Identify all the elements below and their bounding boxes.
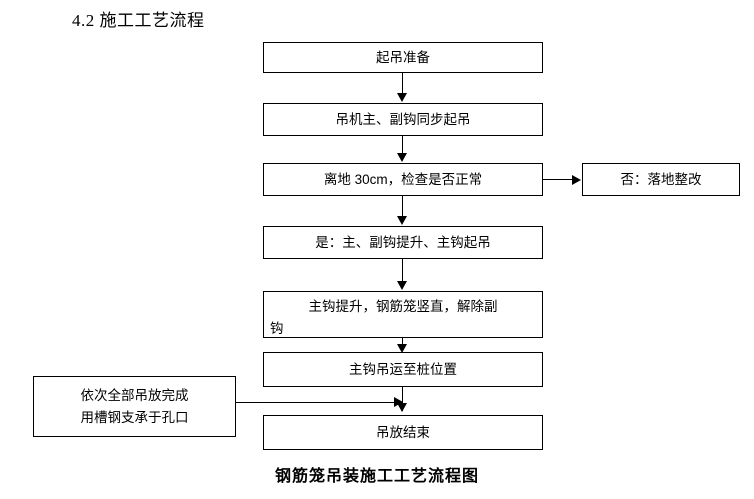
- flow-node-yes-lift[interactable]: 是：主、副钩提升、主钩起吊: [263, 226, 543, 259]
- flow-node-rectify[interactable]: 否：落地整改: [582, 163, 740, 196]
- flow-node-main-hook-up-line1: 主钩提升，钢筋笼竖直，解除副: [308, 299, 498, 314]
- section-title: 4.2 施工工艺流程: [72, 11, 205, 30]
- flow-node-check-30cm[interactable]: 离地 30cm，检查是否正常: [263, 163, 543, 196]
- figure-caption: 钢筋笼吊装施工工艺流程图: [274, 468, 479, 485]
- flow-node-finish[interactable]: 吊放结束: [263, 415, 543, 450]
- flow-node-main-hook-up-line2: 钩: [270, 321, 284, 336]
- flow-node-support-note[interactable]: 依次全部吊放完成 用槽钢支承于孔口: [33, 376, 236, 437]
- arrow-check-to-rectify: [572, 174, 581, 185]
- arrow-move-to-finish: [397, 403, 407, 412]
- connector-support-note-to-finish: [236, 401, 403, 403]
- arrow-main-hook-to-move: [397, 344, 407, 353]
- flow-node-move-to-pile[interactable]: 主钩吊运至桩位置: [263, 352, 543, 387]
- connector-sync-lift-to-check: [402, 136, 404, 155]
- arrow-check-to-yes-lift: [397, 216, 407, 225]
- connector-main-hook-to-move: [402, 338, 404, 347]
- flow-node-support-note-line1: 依次全部吊放完成: [80, 388, 189, 403]
- arrow-yes-lift-to-main-hook: [397, 281, 407, 290]
- flow-node-main-hook-up[interactable]: 主钩提升，钢筋笼竖直，解除副 钩: [263, 291, 543, 338]
- connector-yes-lift-to-main-hook: [402, 259, 404, 281]
- arrow-prepare-to-sync-lift: [397, 93, 407, 102]
- arrow-sync-lift-to-check: [397, 153, 407, 162]
- flow-node-prepare[interactable]: 起吊准备: [263, 42, 543, 73]
- flow-node-sync-lift[interactable]: 吊机主、副钩同步起吊: [263, 103, 543, 136]
- connector-prepare-to-sync-lift: [402, 73, 404, 95]
- arrow-support-note-to-finish: [394, 397, 403, 407]
- flow-node-support-note-line2: 用槽钢支承于孔口: [80, 410, 189, 425]
- connector-check-to-rectify: [543, 179, 577, 181]
- connector-check-to-yes-lift: [402, 196, 404, 218]
